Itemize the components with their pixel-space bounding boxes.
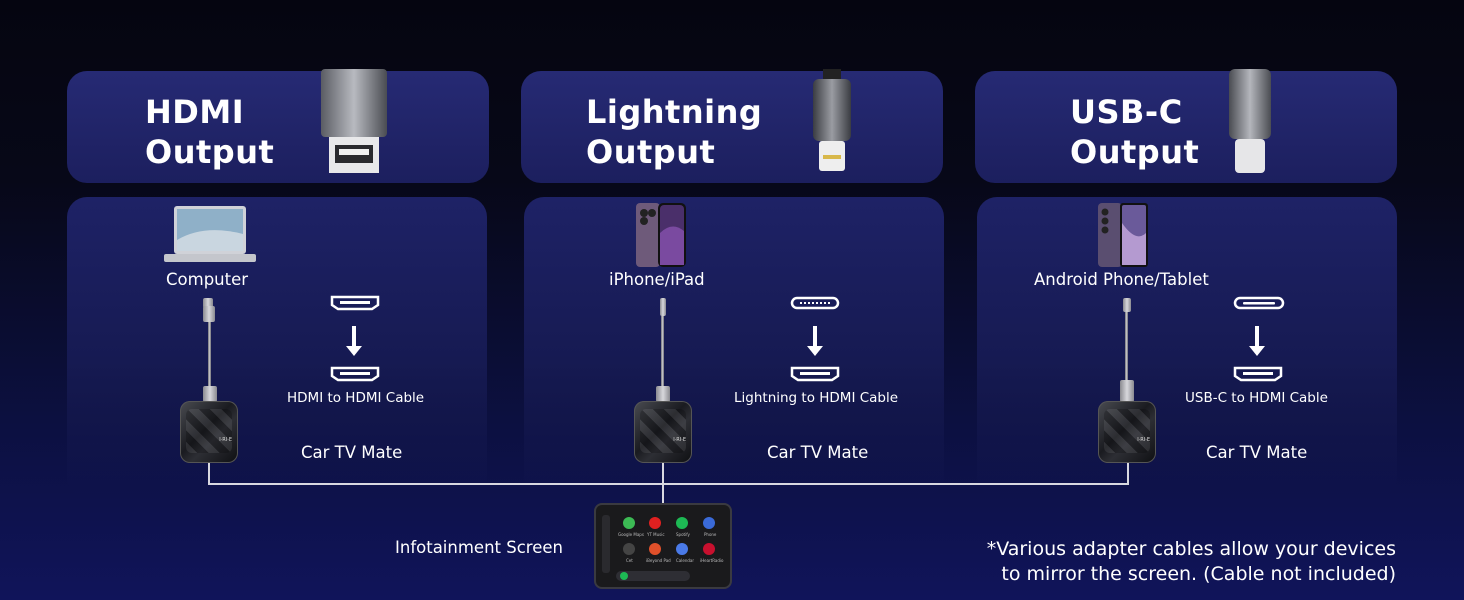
car-tv-mate-device: I·RI·E	[634, 401, 692, 463]
cable-label: HDMI to HDMI Cable	[287, 390, 425, 406]
infotainment-screen: Google Maps YT Music Spotify Phone Cet i…	[596, 505, 730, 587]
connector-line	[208, 463, 210, 485]
down-arrow-icon	[807, 326, 823, 356]
header-title-line2: Output	[1070, 133, 1200, 171]
panel-lightning	[524, 197, 944, 497]
disclaimer-note: *Various adapter cables allow your devic…	[960, 537, 1396, 587]
screen-label: Infotainment Screen	[395, 538, 563, 557]
device-label: Car TV Mate	[1206, 443, 1308, 462]
usb-c-plug-icon	[1229, 69, 1271, 173]
connector-line	[1127, 463, 1129, 485]
header-title-hdmi: HDMI Output	[145, 92, 274, 172]
plug-base-icon	[1120, 380, 1134, 402]
source-device-label: iPhone/iPad	[609, 270, 705, 289]
hdmi-port-icon	[1233, 366, 1283, 382]
hdmi-plug-icon	[321, 69, 387, 173]
lightning-port-icon	[790, 296, 840, 310]
spotify-icon	[676, 517, 688, 529]
header-title-line2: Output	[145, 133, 275, 171]
cable	[1125, 312, 1128, 380]
calendar-icon	[676, 543, 688, 555]
app-label: YT Music	[647, 532, 665, 537]
plug-head-icon	[1123, 298, 1131, 312]
cable-label: Lightning to HDMI Cable	[734, 390, 899, 406]
app-icon	[623, 543, 635, 555]
device-label: Car TV Mate	[767, 443, 869, 462]
laptop-icon	[164, 206, 256, 262]
iphone-icon	[636, 203, 686, 267]
header-title-usb-c: USB-C Output	[1070, 92, 1199, 172]
plug-base-icon	[656, 386, 670, 402]
app-label: Calendar	[676, 558, 694, 563]
google-maps-icon	[623, 517, 635, 529]
cable	[208, 322, 211, 386]
app-label: Cet	[626, 558, 633, 563]
header-title-lightning: Lightning Output	[586, 92, 762, 172]
app-label: Spotify	[676, 532, 690, 537]
hdmi-port-icon	[790, 366, 840, 382]
plug-head-icon	[660, 298, 666, 316]
spotify-icon	[620, 572, 628, 580]
header-title-line2: Output	[586, 133, 716, 171]
cable	[661, 316, 664, 386]
header-card-lightning: Lightning Output	[521, 69, 943, 183]
header-title-line1: HDMI	[145, 93, 245, 131]
header-card-hdmi: HDMI Output	[67, 69, 489, 183]
yt-music-icon	[649, 517, 661, 529]
down-arrow-icon	[346, 326, 362, 356]
down-arrow-icon	[1249, 326, 1265, 356]
panel-usb-c	[977, 197, 1397, 497]
usb-c-port-icon	[1233, 296, 1285, 310]
header-card-usb-c: USB-C Output	[975, 69, 1397, 183]
plug-base-icon	[203, 386, 217, 402]
usb-plug-icon	[203, 298, 213, 308]
hdmi-port-icon	[330, 295, 380, 311]
source-device-label: Android Phone/Tablet	[1034, 270, 1209, 289]
app-label: Phone	[704, 532, 717, 537]
device-label: Car TV Mate	[301, 443, 403, 462]
connector-line	[662, 463, 664, 505]
panel-hdmi	[67, 197, 487, 497]
header-title-line1: Lightning	[586, 93, 763, 131]
hdmi-port-icon	[330, 366, 380, 382]
car-tv-mate-device: I·RI·E	[180, 401, 238, 463]
source-device-label: Computer	[166, 270, 249, 289]
iheartradio-icon	[703, 543, 715, 555]
android-phone-icon	[1098, 203, 1148, 267]
app-label: iBeyond Pad	[646, 558, 671, 563]
note-line2: to mirror the screen. (Cable not include…	[1001, 563, 1396, 585]
app-icon	[649, 543, 661, 555]
plug-head-icon	[203, 306, 215, 322]
header-title-line1: USB-C	[1070, 93, 1183, 131]
connector-line	[208, 483, 1129, 485]
lightning-plug-icon	[813, 69, 851, 171]
cable-label: USB-C to HDMI Cable	[1185, 390, 1328, 406]
note-line1: *Various adapter cables allow your devic…	[986, 538, 1396, 560]
app-label: iHeartRadio	[700, 558, 724, 563]
app-label: Google Maps	[618, 532, 644, 537]
car-tv-mate-device: I·RI·E	[1098, 401, 1156, 463]
phone-icon	[703, 517, 715, 529]
